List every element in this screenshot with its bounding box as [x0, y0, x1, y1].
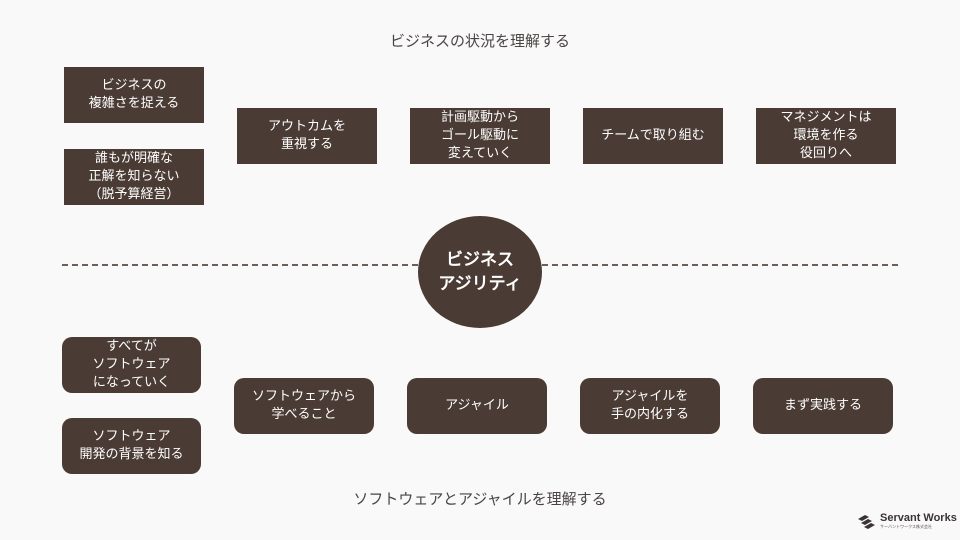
top-box-management: マネジメントは 環境を作る 役回りへ [756, 108, 896, 164]
logo-name: Servant Works [880, 512, 957, 524]
top-box-goal-driven: 計画駆動から ゴール駆動に 変えていく [410, 108, 550, 164]
logo-subtitle: サーバントワークス株式会社 [880, 524, 933, 529]
business-agility-circle: ビジネス アジリティ [418, 216, 542, 328]
top-section-title: ビジネスの状況を理解する [389, 32, 570, 50]
divider-line-right [542, 264, 898, 266]
top-left-box-2: 誰もが明確な 正解を知らない （脱予算経営） [64, 149, 204, 205]
servant-works-logo: Servant Works サーバントワークス株式会社 [858, 512, 957, 529]
bottom-left-box-2: ソフトウェア 開発の背景を知る [62, 418, 201, 474]
top-box-team: チームで取り組む [583, 108, 723, 164]
top-box-outcome: アウトカムを 重視する [237, 108, 377, 164]
bottom-box-practice: まず実践する [753, 378, 893, 434]
servant-works-logo-icon [858, 514, 875, 529]
bottom-section-title: ソフトウェアとアジャイルを理解する [353, 490, 607, 508]
bottom-box-learn-from-software: ソフトウェアから 学べること [234, 378, 374, 434]
divider-line-left [62, 264, 418, 266]
top-left-box-1: ビジネスの 複雑さを捉える [64, 67, 204, 123]
bottom-left-box-1: すべてが ソフトウェア になっていく [62, 337, 201, 393]
bottom-box-agile: アジャイル [407, 378, 547, 434]
bottom-box-internalize-agile: アジャイルを 手の内化する [580, 378, 720, 434]
